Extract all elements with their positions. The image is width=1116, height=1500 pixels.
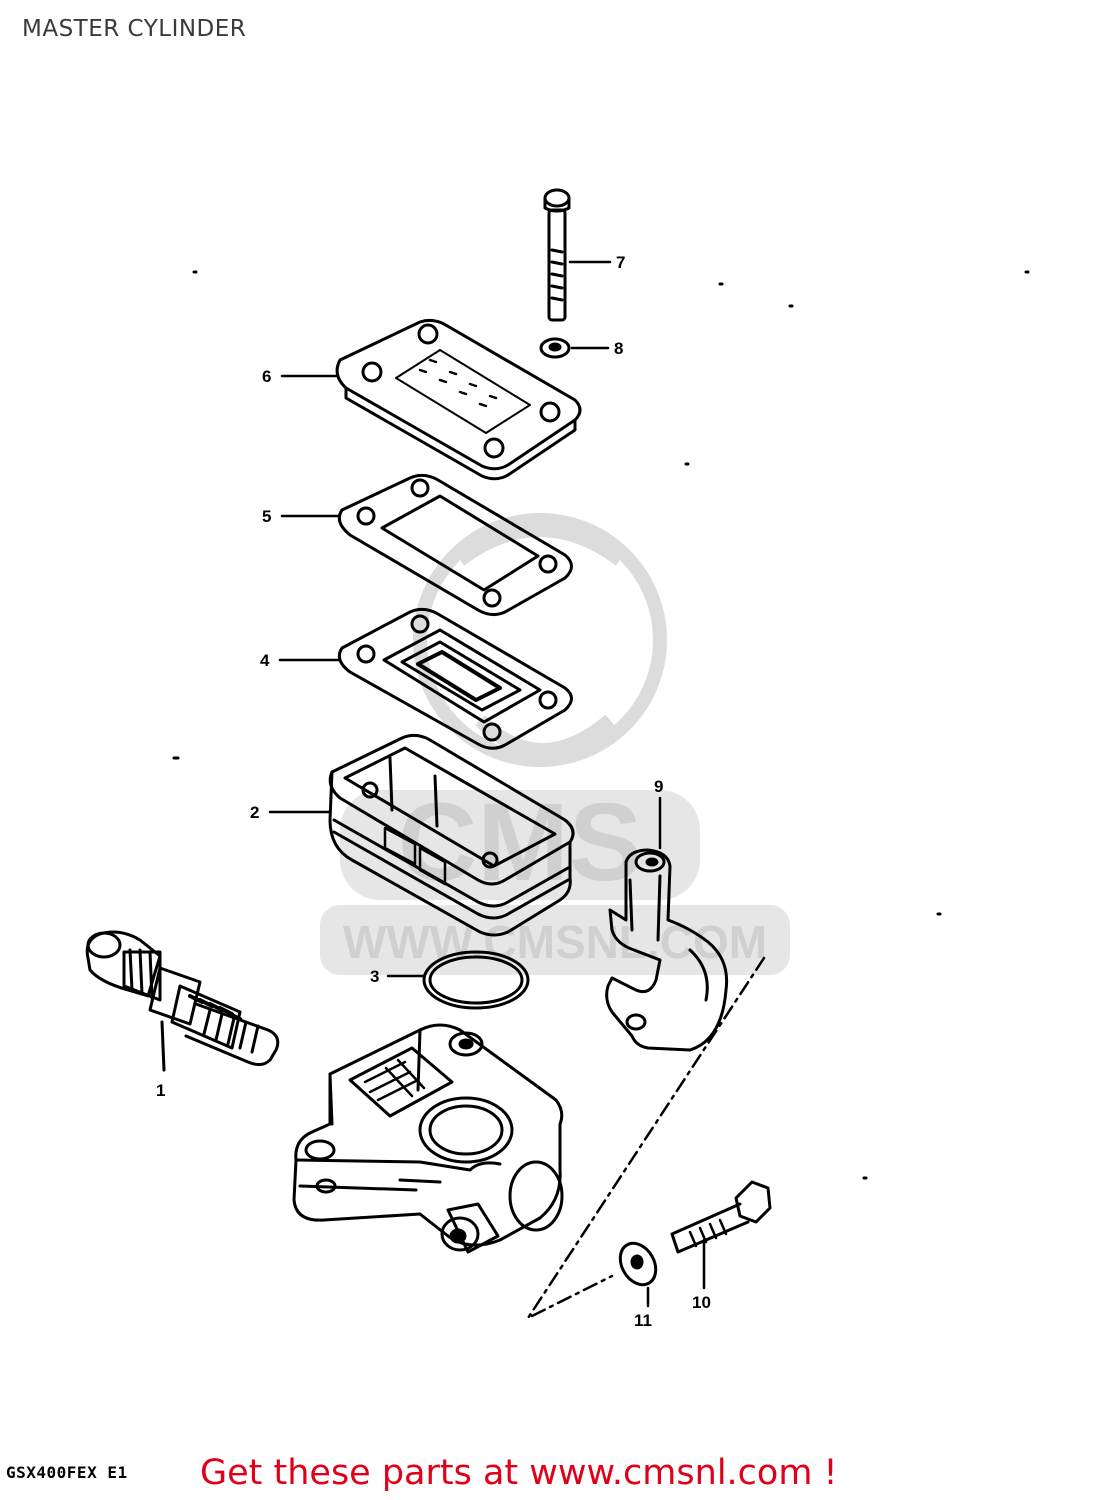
part-label-9: 9 xyxy=(654,777,663,796)
leader-lines xyxy=(268,260,706,1308)
page-title: MASTER CYLINDER xyxy=(22,16,247,42)
watermark: CMS WWW.CMSNL.COM xyxy=(320,513,790,975)
o-ring-icon xyxy=(422,950,530,1010)
washer-icon xyxy=(618,1241,658,1287)
part-label-11: 11 xyxy=(634,1311,652,1330)
gasket-icon xyxy=(337,473,573,617)
screw-icon xyxy=(543,188,571,322)
part-label-5: 5 xyxy=(262,507,271,526)
watermark-logo-icon: CMS WWW.CMSNL.COM xyxy=(320,781,790,975)
part-label-10: 10 xyxy=(692,1293,711,1312)
scan-specks xyxy=(172,270,1030,1180)
promo-link[interactable]: Get these parts at www.cmsnl.com ! xyxy=(200,1453,838,1493)
reservoir-icon xyxy=(328,733,575,937)
master-cylinder-body-icon xyxy=(292,1023,564,1254)
model-code: GSX400FEX E1 xyxy=(6,1463,128,1482)
reservoir-cap-icon xyxy=(335,318,582,481)
bolt-icon xyxy=(670,1180,772,1254)
part-labels: 7 8 6 5 4 2 9 3 1 10 11 xyxy=(156,253,711,1330)
watermark-brand: CMS xyxy=(398,781,642,904)
part-label-4: 4 xyxy=(260,651,270,670)
part-label-7: 7 xyxy=(616,253,625,272)
washer-icon xyxy=(539,337,571,359)
part-label-1: 1 xyxy=(156,1081,165,1100)
piston-assembly-icon xyxy=(85,930,280,1072)
diaphragm-icon xyxy=(337,607,573,750)
assembly-line xyxy=(526,956,766,1320)
part-label-8: 8 xyxy=(614,339,623,358)
part-label-6: 6 xyxy=(262,367,271,386)
clamp-icon xyxy=(605,848,729,1052)
part-label-3: 3 xyxy=(370,967,379,986)
watermark-url: WWW.CMSNL.COM xyxy=(343,916,767,968)
part-label-2: 2 xyxy=(250,803,259,822)
